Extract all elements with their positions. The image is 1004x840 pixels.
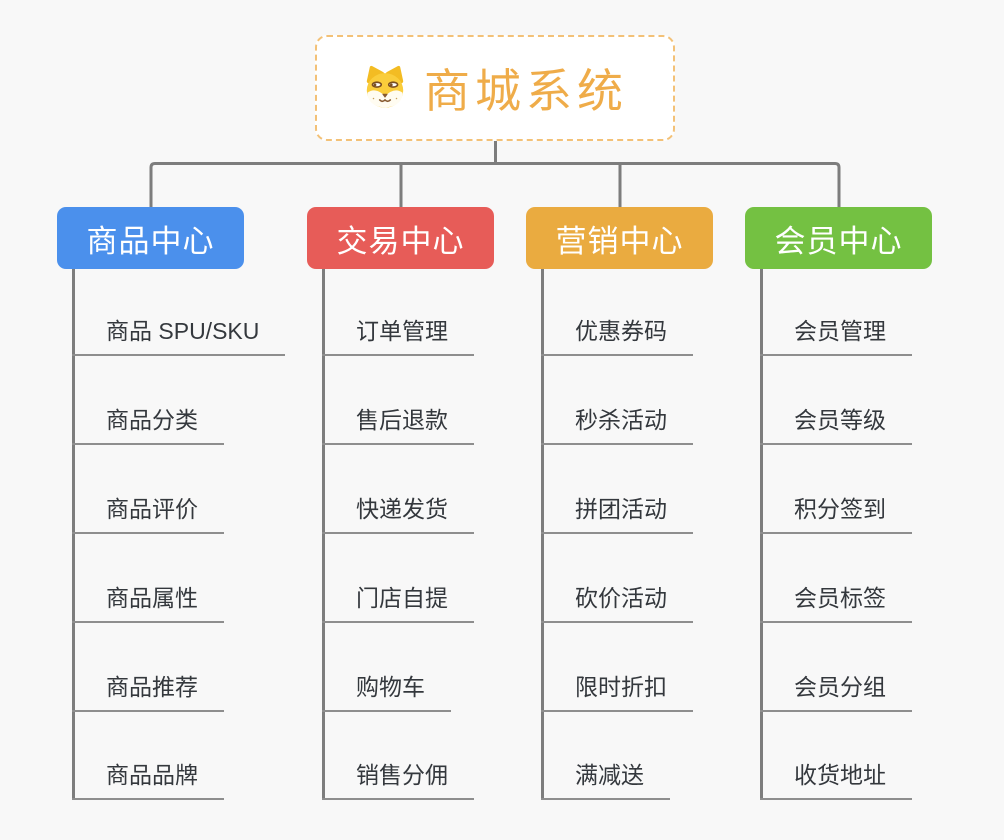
root-title: 商城系统 xyxy=(424,65,628,117)
branch-label: 会员中心 xyxy=(774,223,903,259)
leaf-node[interactable]: 商品分类 xyxy=(72,401,224,445)
leaf-node[interactable]: 会员分组 xyxy=(760,668,912,712)
branch-label: 交易中心 xyxy=(336,223,465,259)
leaf-node[interactable]: 满减送 xyxy=(541,756,670,800)
leaf-node[interactable]: 门店自提 xyxy=(322,579,474,623)
branch-label: 商品中心 xyxy=(86,223,215,259)
leaf-node[interactable]: 商品品牌 xyxy=(72,756,224,800)
leaf-node[interactable]: 销售分佣 xyxy=(322,756,474,800)
leaf-node[interactable]: 商品属性 xyxy=(72,579,224,623)
leaf-node[interactable]: 优惠券码 xyxy=(541,312,693,356)
branch-node-2[interactable]: 交易中心 xyxy=(307,207,494,269)
leaf-node[interactable]: 购物车 xyxy=(322,668,451,712)
leaf-node[interactable]: 砍价活动 xyxy=(541,579,693,623)
branch-node-3[interactable]: 营销中心 xyxy=(526,207,713,269)
leaf-node[interactable]: 订单管理 xyxy=(322,312,474,356)
leaf-node[interactable]: 售后退款 xyxy=(322,401,474,445)
leaf-node[interactable]: 快递发货 xyxy=(322,490,474,534)
leaf-node[interactable]: 商品评价 xyxy=(72,490,224,534)
branch-label: 营销中心 xyxy=(555,223,684,259)
branch-node-4[interactable]: 会员中心 xyxy=(745,207,932,269)
root-node[interactable]: 商城系统 xyxy=(315,35,675,141)
leaf-node[interactable]: 拼团活动 xyxy=(541,490,693,534)
leaf-node[interactable]: 商品推荐 xyxy=(72,668,224,712)
leaf-node[interactable]: 商品 SPU/SKU xyxy=(72,312,286,356)
leaf-node[interactable]: 会员等级 xyxy=(760,401,912,445)
leaf-node[interactable]: 秒杀活动 xyxy=(541,401,693,445)
leaf-node[interactable]: 会员管理 xyxy=(760,312,912,356)
leaf-node[interactable]: 收货地址 xyxy=(760,756,912,800)
leaf-node[interactable]: 积分签到 xyxy=(760,490,912,534)
leaf-node[interactable]: 限时折扣 xyxy=(541,668,693,712)
branch-node-1[interactable]: 商品中心 xyxy=(57,207,244,269)
leaf-node[interactable]: 会员标签 xyxy=(760,579,912,623)
shiba-dog-icon xyxy=(362,63,408,113)
